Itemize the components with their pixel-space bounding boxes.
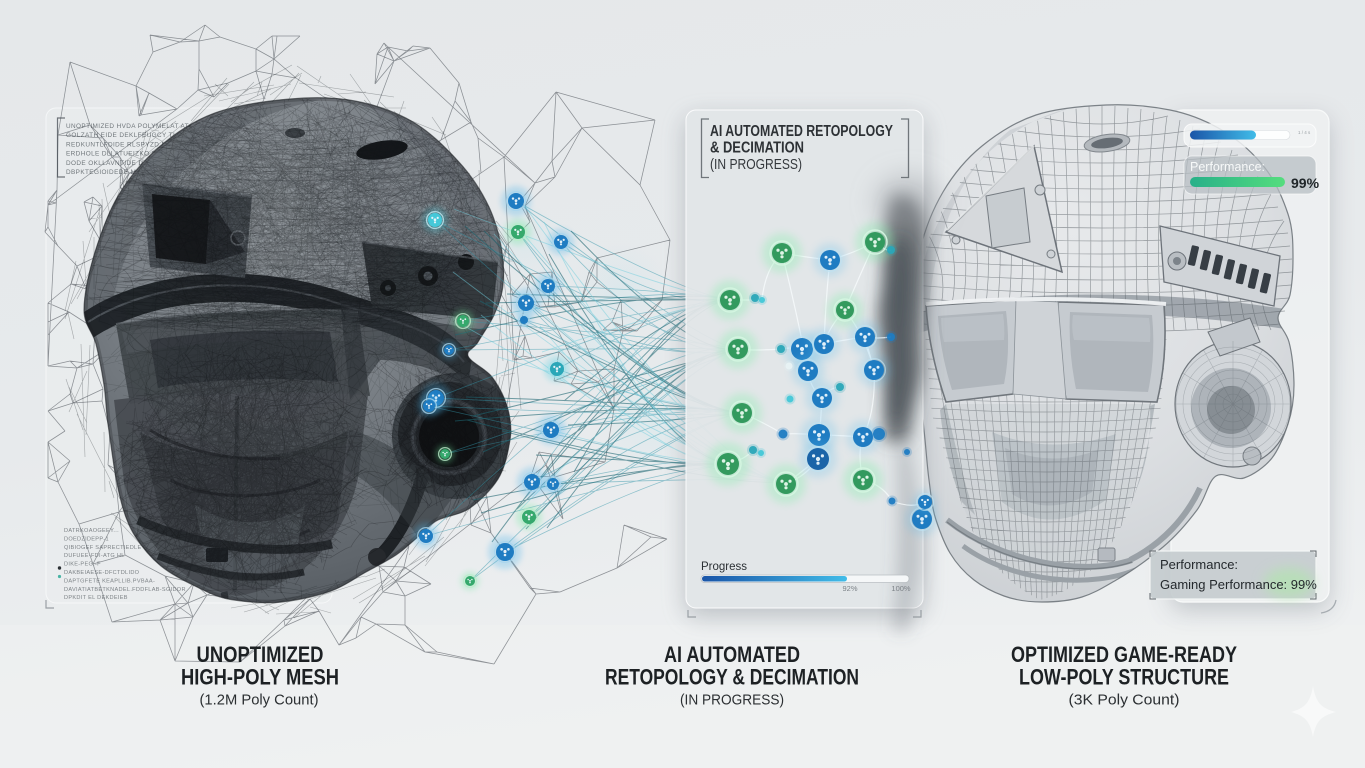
svg-text:AI AUTOMATED RETOPOLOGY: AI AUTOMATED RETOPOLOGY: [710, 123, 894, 140]
svg-text:(1.2M Poly Count): (1.2M Poly Count): [200, 692, 319, 709]
svg-text:DPKDIT EL DEKDEIEB: DPKDIT EL DEKDEIEB: [64, 595, 128, 601]
svg-text:99%: 99%: [1291, 175, 1320, 191]
svg-text:(IN PROGRESS): (IN PROGRESS): [710, 156, 802, 173]
svg-text:(IN PROGRESS): (IN PROGRESS): [680, 692, 784, 709]
svg-text:DUFUEE-FDI-ATG HL: DUFUEE-FDI-ATG HL: [64, 553, 125, 559]
svg-text:REDKUNTLFDIDE RLSPYZD.NE GMT A: REDKUNTLFDIDE RLSPYZD.NE GMT AV B: [66, 141, 206, 148]
svg-text:QIBIOGEF SAPRECTIEDLE: QIBIOGEF SAPRECTIEDLE: [64, 545, 141, 551]
svg-text:UNOPTIMIZED: UNOPTIMIZED: [197, 642, 324, 667]
svg-text:100%: 100%: [891, 584, 911, 593]
svg-text:GOLZATH EIDE DEKLFEUGCY TI AUL: GOLZATH EIDE DEKLFEUGCY TI AUL.: [66, 132, 193, 139]
svg-text:DAKBEIAESE-DFCTDLIDO: DAKBEIAESE-DFCTDLIDO: [64, 570, 140, 576]
svg-text:Performance:: Performance:: [1160, 557, 1238, 572]
svg-text:LOW-POLY STRUCTURE: LOW-POLY STRUCTURE: [1019, 665, 1229, 690]
svg-text:1 / 4 s: 1 / 4 s: [1298, 130, 1311, 135]
svg-text:UNOPTIMIZED HVDA POLYMELAT AT:: UNOPTIMIZED HVDA POLYMELAT AT: P.U: [66, 123, 204, 130]
svg-text:ERDHOLE DLLATUEIZKO SPYEI: AB: ERDHOLE DLLATUEIZKO SPYEI: AB: [66, 151, 186, 158]
svg-text:RETOPOLOGY & DECIMATION: RETOPOLOGY & DECIMATION: [605, 665, 859, 690]
svg-text:DATRKOAOGEEY...: DATRKOAOGEEY...: [64, 528, 119, 534]
svg-text:DBPKTEGIOIDEDE MI-DIASEATLYBE: DBPKTEGIOIDEDE MI-DIASEATLYBE: [66, 169, 188, 176]
svg-text:DAPTGFETE KEAPLLIB.PVBAA-: DAPTGFETE KEAPLLIB.PVBAA-: [64, 578, 155, 584]
svg-text:OPTIMIZED GAME-READY: OPTIMIZED GAME-READY: [1011, 642, 1237, 667]
svg-text:HIGH-POLY MESH: HIGH-POLY MESH: [181, 665, 339, 690]
svg-text:DIKE-PEG.-F: DIKE-PEG.-F: [64, 562, 101, 568]
svg-text:AI AUTOMATED: AI AUTOMATED: [664, 642, 800, 667]
svg-text:Progress: Progress: [701, 561, 747, 573]
svg-text:DOEDZIDEPP-1: DOEDZIDEPP-1: [64, 536, 109, 542]
svg-text:Performance:: Performance:: [1190, 160, 1265, 174]
svg-text:92%: 92%: [842, 584, 857, 593]
svg-text:(3K Poly Count): (3K Poly Count): [1069, 692, 1180, 709]
svg-text:DAVIATIATBETKNADEL.FDDFLAB-SGI: DAVIATIATBETKNADEL.FDDFLAB-SGIDOR: [64, 587, 186, 593]
svg-text:& DECIMATION: & DECIMATION: [710, 140, 804, 157]
svg-text:Gaming Performance: 99%: Gaming Performance: 99%: [1160, 577, 1317, 592]
